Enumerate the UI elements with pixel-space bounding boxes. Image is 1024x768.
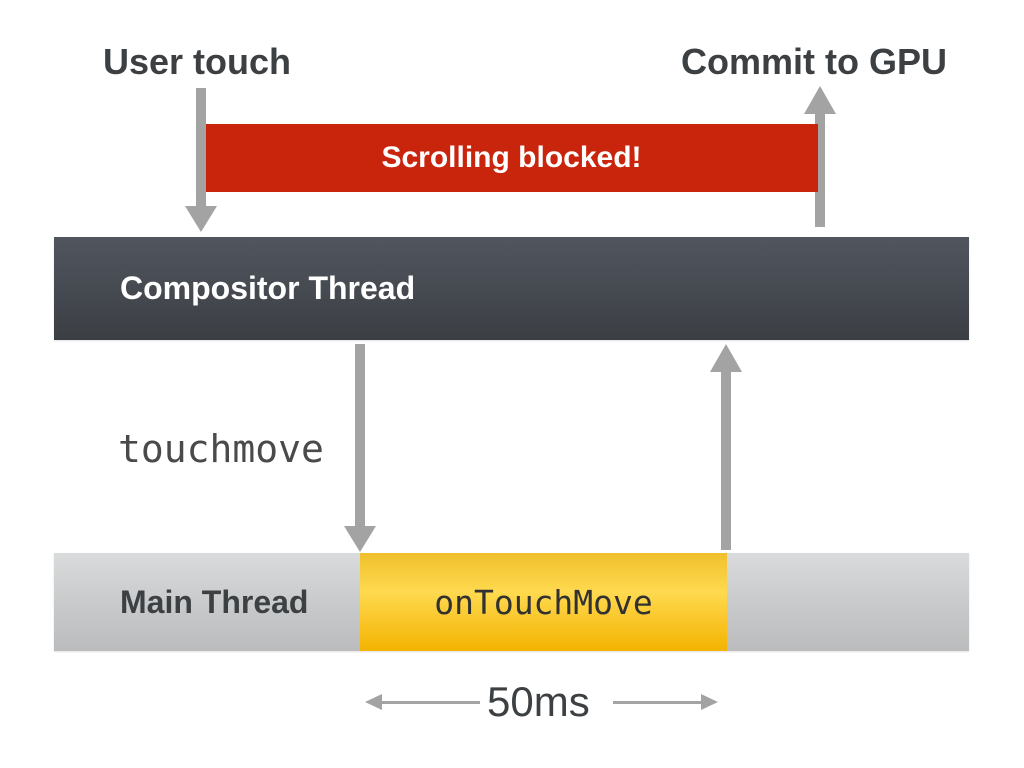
arrow-shaft: [613, 700, 701, 704]
user-touch-label: User touch: [103, 41, 292, 82]
ontouchmove-busy-segment: onTouchMove: [360, 553, 727, 651]
arrow-head: [185, 206, 217, 232]
arrow-shaft: [721, 372, 731, 550]
user-touch-arrow-down-icon: [185, 88, 217, 232]
arrow-head: [365, 694, 382, 710]
arrow-shaft: [355, 344, 365, 526]
scrolling-blocked-banner: Scrolling blocked!: [205, 124, 818, 192]
arrow-head: [710, 344, 742, 372]
arrow-shaft: [815, 114, 825, 227]
compositor-thread-bar: Compositor Thread: [54, 237, 969, 340]
commit-to-gpu-label: Commit to GPU: [681, 41, 947, 82]
touchmove-arrow-down-icon: [344, 344, 376, 552]
commit-to-gpu-arrow-up-icon: [804, 86, 836, 227]
compositor-thread-label: Compositor Thread: [120, 270, 416, 306]
main-to-compositor-arrow-up-icon: [710, 344, 742, 550]
arrow-head: [804, 86, 836, 114]
duration-left-arrow-icon: [365, 694, 480, 710]
duration-label: 50ms: [487, 678, 590, 725]
duration-right-arrow-icon: [613, 694, 718, 710]
arrow-head: [344, 526, 376, 552]
main-thread-label: Main Thread: [120, 583, 309, 620]
main-thread-bar: Main Thread onTouchMove: [54, 553, 969, 651]
arrow-shaft: [382, 700, 480, 704]
scrolling-blocked-label: Scrolling blocked!: [381, 141, 642, 174]
ontouchmove-handler-label: onTouchMove: [434, 582, 653, 622]
touchmove-event-label: touchmove: [118, 427, 324, 471]
arrow-head: [701, 694, 718, 710]
arrow-shaft: [196, 88, 206, 206]
